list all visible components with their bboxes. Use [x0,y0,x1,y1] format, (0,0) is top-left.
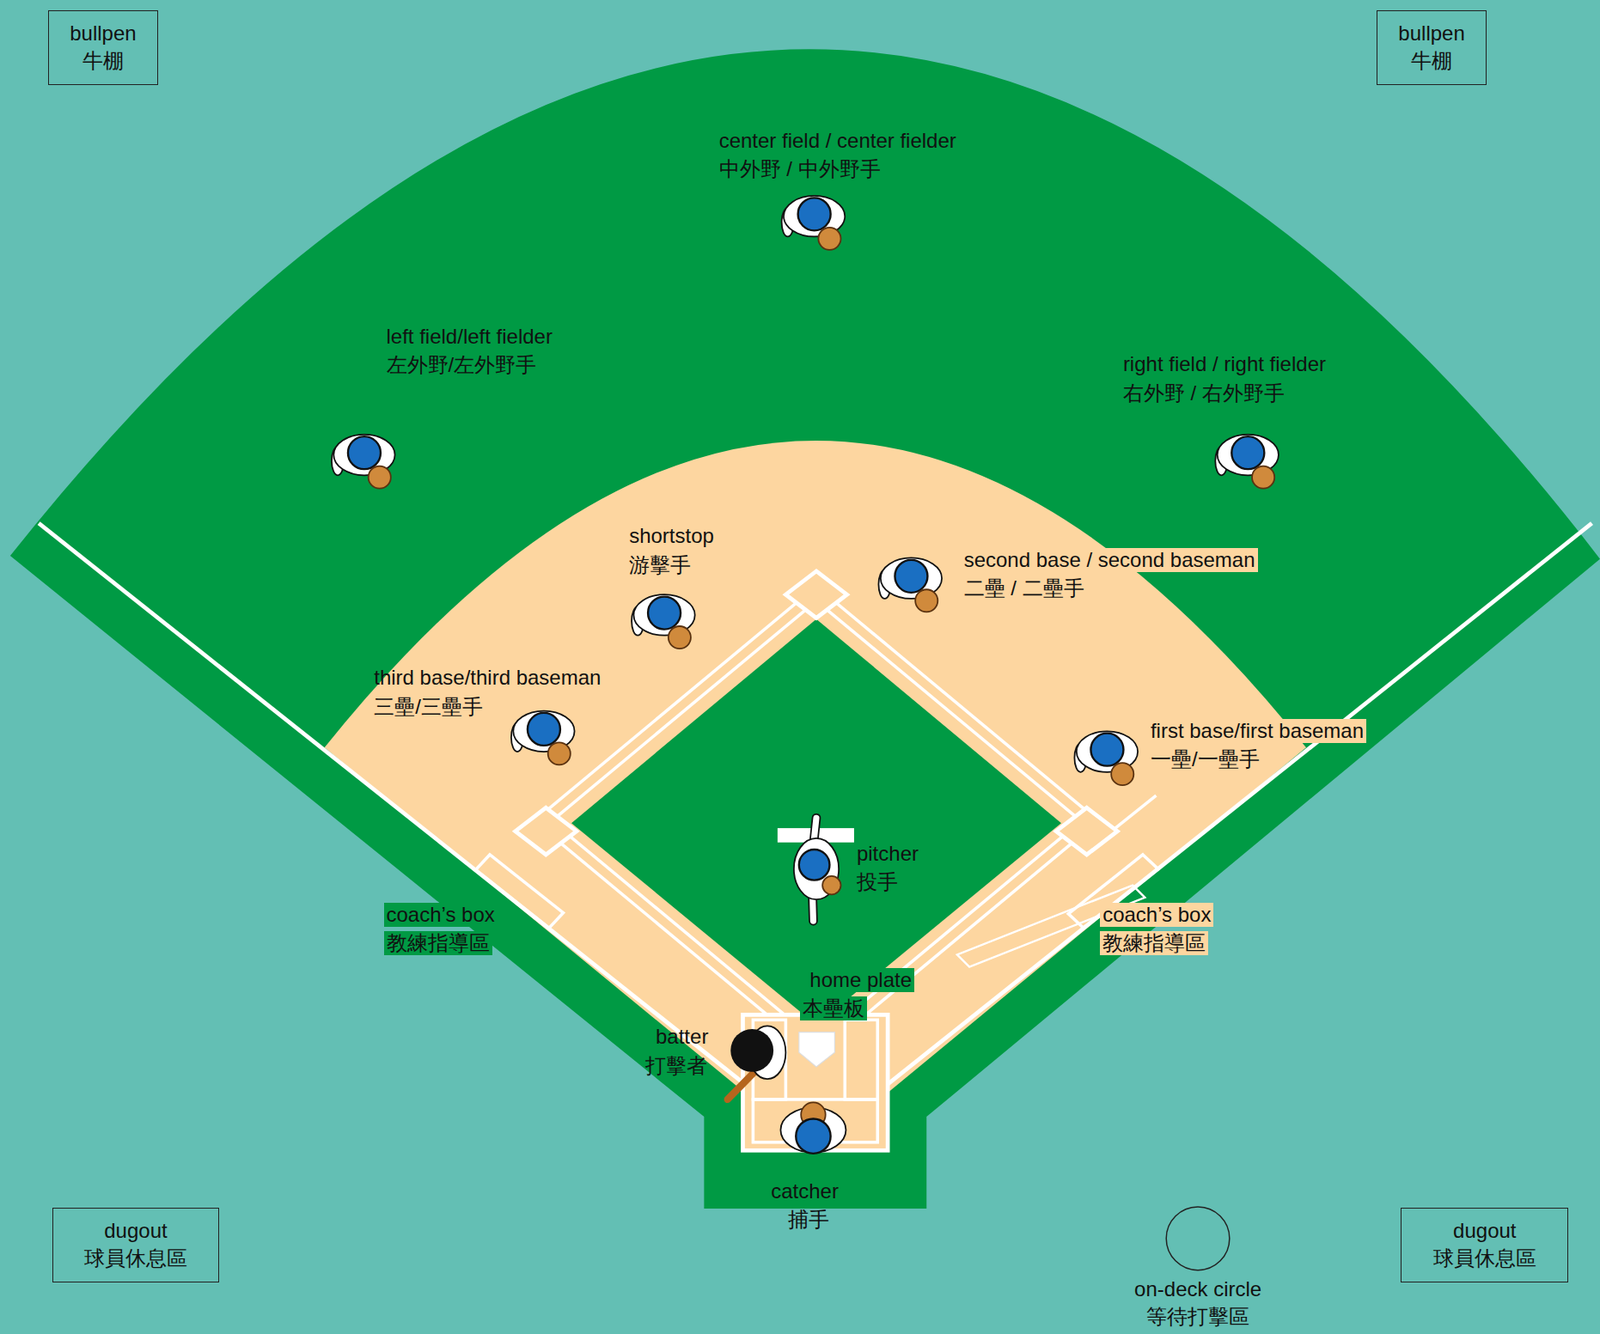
catcher-figure [780,1102,846,1154]
node-text: 牛棚 [1387,47,1476,75]
shortstop [631,594,696,649]
field-label: center field / center fielder [716,128,959,153]
field-label: 中外野 / 中外野手 [716,157,884,182]
bullpen-box: bullpen牛棚 [1376,10,1487,86]
first-base [1056,807,1118,855]
position-label: 三壘/三壘手 [371,695,486,720]
area-label: coach’s box [384,903,498,928]
third-base [515,807,577,855]
batter-box [844,1019,878,1100]
field-label: left field/left fielder [384,324,556,349]
position-label: batter [653,1025,711,1050]
area-label: 教練指導區 [384,931,493,956]
position-label: pitcher [854,842,922,867]
position-label: 投手 [854,870,901,895]
node-text: on-deck circle [1130,1276,1265,1304]
node-text: 等待打擊區 [1130,1303,1265,1332]
node-text: dugout [1411,1217,1558,1246]
right-fielder [1215,434,1279,489]
position-label: shortstop [626,524,717,549]
position-label: first base/first baseman [1148,719,1367,744]
infield-dirt [324,440,1307,1100]
batter-figure [727,1025,787,1100]
foul-line [872,523,1592,1097]
bullpen-box: bullpen牛棚 [48,10,159,86]
center-fielder [781,195,846,251]
infield-grass [571,619,1062,1026]
position-label: 捕手 [785,1208,832,1233]
field-label: 左外野/左外野手 [384,353,540,378]
field-label: right field / right fielder [1120,352,1329,377]
first-baseman [1074,731,1138,786]
node-text: 球員休息區 [63,1245,209,1273]
second-base [785,571,847,619]
outfield [10,48,1600,1210]
area-label: coach’s box [1099,903,1214,928]
area-label: 本壘板 [800,996,868,1021]
on-deck-circle: on-deck circle等待打擊區 [1130,1205,1265,1332]
position-label: second base / second baseman [961,548,1259,573]
position-label: 二壘 / 二壘手 [961,576,1088,601]
dugout-box: dugout球員休息區 [52,1208,220,1283]
position-label: 一壘/一壘手 [1148,747,1263,772]
dugout-box: dugout球員休息區 [1400,1208,1569,1283]
node-text: 牛棚 [59,47,147,75]
home-plate [799,1032,836,1068]
field-label: 右外野 / 右外野手 [1120,381,1288,406]
position-label: third base/third baseman [371,665,604,691]
position-label: catcher [768,1179,842,1204]
area-label: home plate [806,968,915,993]
node-text: bullpen [59,19,147,48]
foul-line [38,523,761,1097]
base-path [543,593,1091,1050]
pitcher-figure [793,818,842,922]
position-label: 打擊者 [642,1054,710,1079]
node-text: bullpen [1387,19,1476,48]
area-label: 教練指導區 [1099,931,1209,956]
third-baseman [511,711,575,766]
node-text: 球員休息區 [1411,1245,1558,1273]
left-fielder [331,434,396,489]
node-text: dugout [63,1217,209,1246]
circle-outline [1130,1205,1265,1273]
position-label: 游擊手 [626,553,694,578]
second-baseman [878,557,942,612]
